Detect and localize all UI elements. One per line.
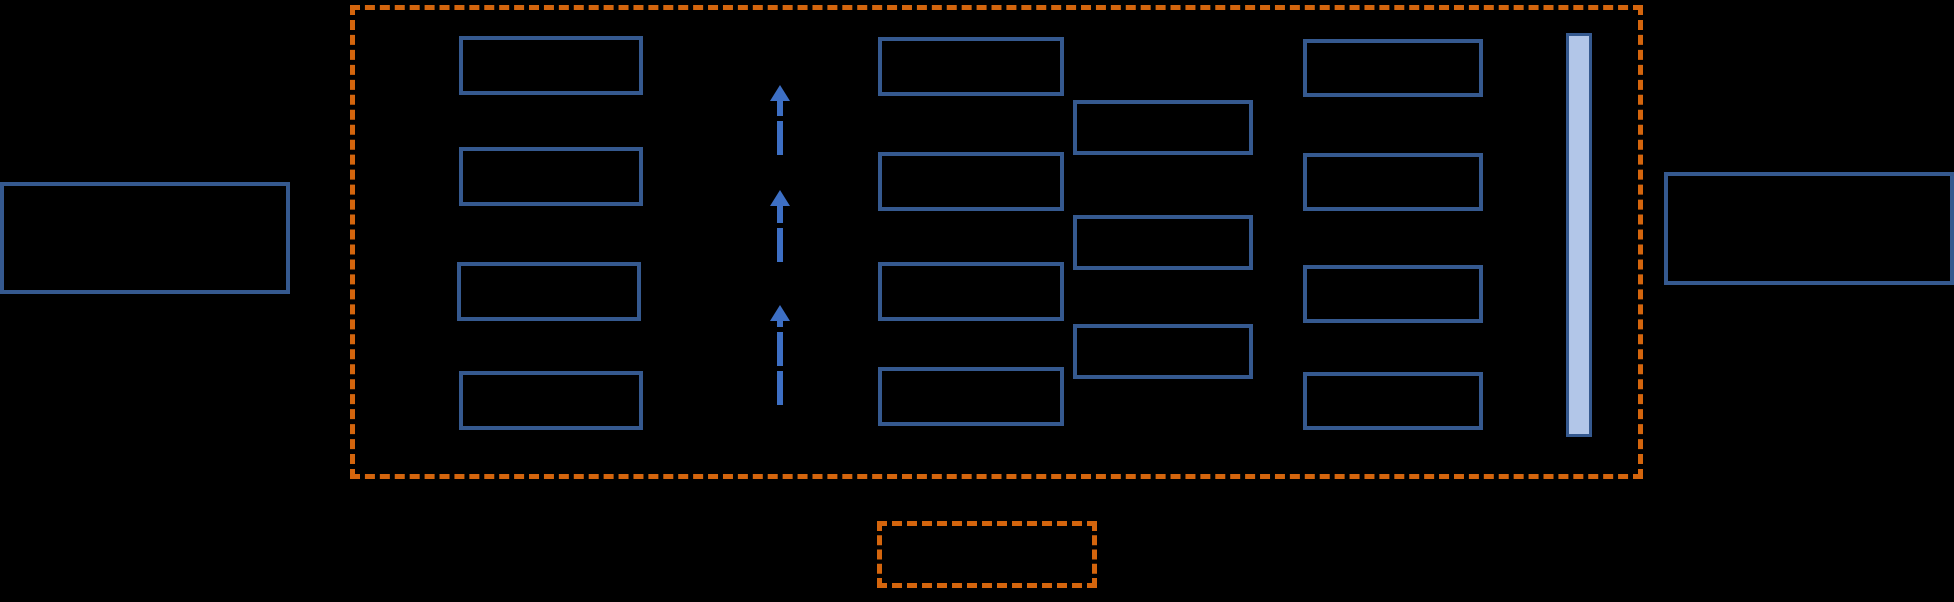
up-arrow bbox=[769, 190, 791, 262]
process-box[interactable] bbox=[878, 367, 1064, 426]
process-box[interactable] bbox=[1303, 39, 1483, 97]
process-box[interactable] bbox=[1303, 153, 1483, 211]
vertical-bar[interactable] bbox=[1566, 33, 1592, 437]
process-box[interactable] bbox=[878, 152, 1064, 211]
process-box[interactable] bbox=[878, 37, 1064, 96]
up-arrow bbox=[769, 85, 791, 155]
process-box[interactable] bbox=[457, 262, 641, 321]
process-box[interactable] bbox=[459, 371, 643, 430]
process-box[interactable] bbox=[1073, 100, 1253, 155]
right-external-box[interactable] bbox=[1664, 172, 1954, 285]
up-arrow bbox=[769, 305, 791, 405]
process-box[interactable] bbox=[1073, 324, 1253, 379]
process-box[interactable] bbox=[1073, 215, 1253, 270]
process-box[interactable] bbox=[1303, 372, 1483, 430]
process-box[interactable] bbox=[459, 36, 643, 95]
outer-dashed-container bbox=[350, 5, 1643, 479]
bottom-dashed-box[interactable] bbox=[877, 521, 1097, 588]
process-box[interactable] bbox=[459, 147, 643, 206]
process-box[interactable] bbox=[1303, 265, 1483, 323]
left-external-box[interactable] bbox=[0, 182, 290, 294]
process-box[interactable] bbox=[878, 262, 1064, 321]
